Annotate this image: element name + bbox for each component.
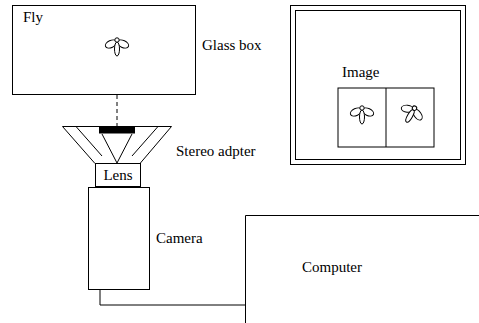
node-label: Lens	[103, 167, 132, 184]
part-label: Fly	[23, 9, 43, 26]
cable	[100, 290, 246, 305]
optical-axis	[117, 95, 118, 126]
fly-icon	[349, 106, 375, 124]
image-frame: Image	[290, 5, 466, 165]
stereo-adapter-outline	[62, 126, 172, 164]
node-label: Glass box	[202, 37, 262, 54]
node-label: Stereo adpter	[176, 143, 256, 160]
stereo-adapter: Stereo adpter	[62, 126, 172, 164]
fly-icon	[395, 100, 426, 129]
fly-icon	[104, 38, 130, 56]
image-frame-outline	[291, 6, 465, 164]
node-label: Image	[342, 64, 379, 81]
image-panels	[338, 88, 434, 147]
camera-box: Camera	[88, 187, 150, 290]
panel-divider	[386, 88, 387, 147]
computer-box-outline	[245, 215, 479, 323]
computer-box: Computer	[245, 215, 479, 323]
node-label: Camera	[156, 230, 203, 247]
node-label: Computer	[302, 259, 362, 276]
lens-box: Lens	[95, 163, 141, 187]
